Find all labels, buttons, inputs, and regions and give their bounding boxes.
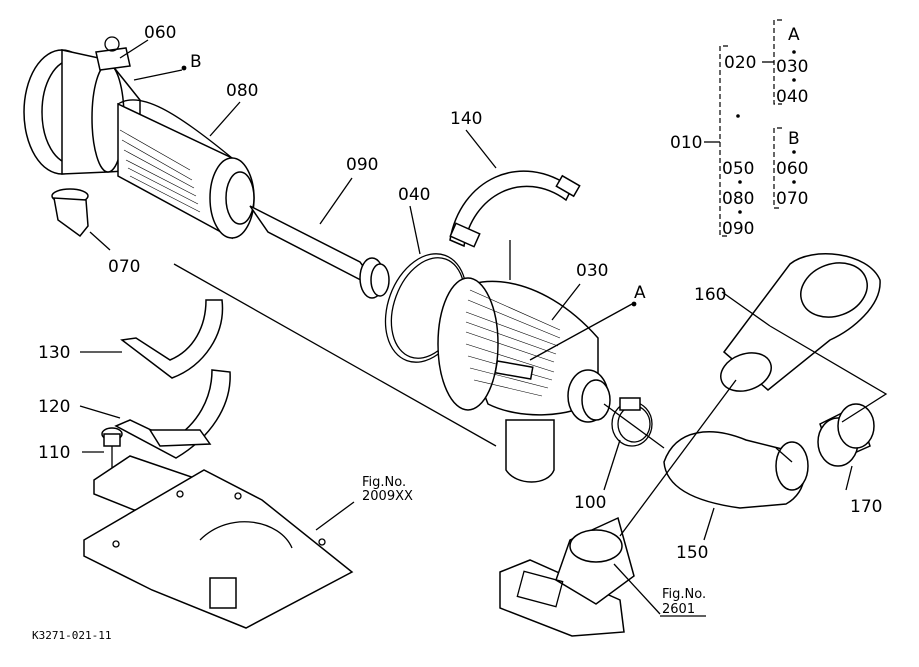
sleeve-170 [817,403,875,467]
label-060: 060 [144,23,176,43]
label-070: 070 [108,257,140,277]
tree-group-b-letter: B [788,129,800,149]
reference-dot-a [631,301,637,307]
label-080: 080 [226,81,258,101]
intake-flange-2601 [499,516,635,637]
assembly-tree [704,19,796,237]
tree-root-010: 010 [670,133,702,153]
label-100: 100 [574,493,606,513]
air-cleaner-element-080 [23,36,390,299]
label-b: B [190,52,202,72]
tree-060: 060 [776,159,808,179]
intake-hose-160 [720,253,881,392]
label-090: 090 [346,155,378,175]
bolt-110 [101,427,123,494]
intake-hose-150 [663,431,809,509]
tree-080: 080 [722,189,754,209]
label-160: 160 [694,285,726,305]
label-130: 130 [38,343,70,363]
tree-020: 020 [724,53,756,73]
figref-2009xx-line2: 2009XX [362,489,413,504]
band-140 [449,170,581,248]
tree-070: 070 [776,189,808,209]
label-a: A [634,283,646,303]
tree-050: 050 [722,159,754,179]
band-120 [114,369,231,459]
hose-clamp-100 [611,397,653,447]
air-cleaner-housing-030 [437,277,611,483]
label-110: 110 [38,443,70,463]
figref-2601-line1: Fig.No. [662,587,706,602]
label-140: 140 [450,109,482,129]
tree-030: 030 [776,57,808,77]
tree-040: 040 [776,87,808,107]
figref-2009xx-line1: Fig.No. [362,475,406,490]
tree-group-a-letter: A [788,25,800,45]
reference-dot-b [181,65,187,71]
label-040: 040 [398,185,430,205]
label-030: 030 [576,261,608,281]
figref-2601-line2: 2601 [662,602,695,617]
label-170: 170 [850,497,882,517]
drawing-number: K3271-021-11 [32,629,111,642]
band-130 [120,299,224,379]
mounting-bracket [83,455,354,629]
label-150: 150 [676,543,708,563]
leader-lines [79,39,888,617]
tree-090: 090 [722,219,754,239]
evacuator-valve-070 [51,188,89,238]
label-120: 120 [38,397,70,417]
